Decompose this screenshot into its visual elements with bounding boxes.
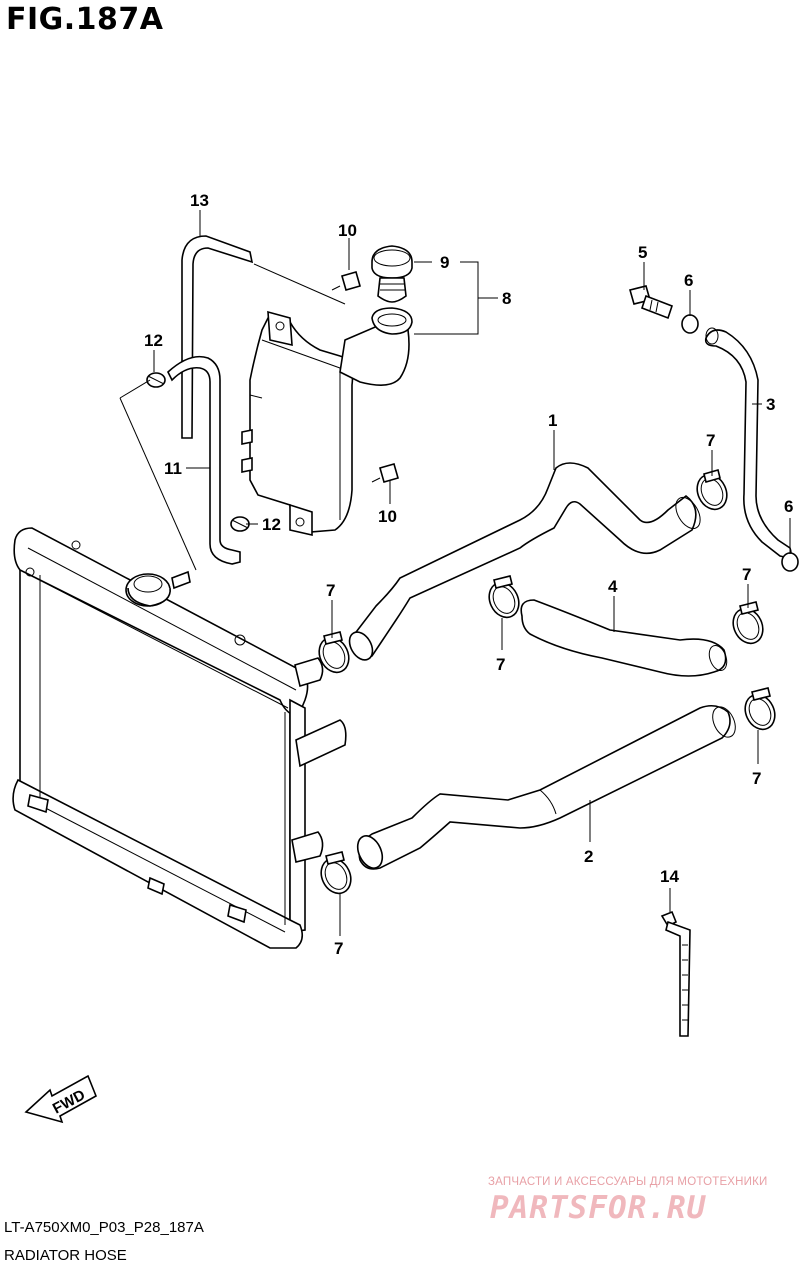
callout-13: 13 — [190, 191, 209, 210]
callout-9: 9 — [440, 253, 449, 272]
hose-3 — [704, 327, 792, 558]
clamp-7-f — [320, 851, 352, 895]
callout-7-hose1-left: 7 — [326, 581, 335, 600]
callout-11: 11 — [164, 459, 182, 478]
fwd-arrow: FWD — [24, 1074, 98, 1124]
cable-tie-14 — [660, 910, 691, 1037]
callout-12-upper: 12 — [144, 331, 163, 350]
callout-6-lower: 6 — [784, 497, 793, 516]
callout-7-hose4-left: 7 — [496, 655, 505, 674]
clamp-6-lower — [781, 552, 799, 572]
radiator — [12, 527, 347, 949]
reservoir-tank — [241, 307, 413, 537]
clamp-7-a — [318, 631, 350, 674]
clamp-7-b — [696, 469, 728, 511]
callout-7-hose1-right: 7 — [706, 431, 715, 450]
callout-14: 14 — [660, 867, 679, 886]
callout-7-hose4-right: 7 — [742, 565, 751, 584]
leader-lines — [119, 210, 791, 936]
clamp-7-d — [732, 601, 764, 645]
hose-13 — [181, 235, 254, 439]
callout-8: 8 — [502, 289, 511, 308]
callout-7-hose2-left: 7 — [334, 939, 343, 958]
clamp-12-upper — [146, 372, 166, 388]
figure-title: FIG.187A — [6, 2, 164, 37]
clamp-6-upper — [681, 314, 699, 334]
bolt-lower — [371, 463, 399, 483]
callout-4: 4 — [608, 577, 618, 596]
hose-4 — [520, 599, 728, 677]
callout-labels: 13 10 9 8 5 6 12 3 1 7 11 10 12 6 7 4 7 … — [144, 191, 793, 958]
fitting-5 — [629, 285, 674, 320]
reference-code: LT-A750XM0_P03_P28_187A — [4, 1219, 204, 1236]
hose-11 — [167, 355, 241, 565]
hose-1 — [348, 462, 701, 661]
callout-5: 5 — [638, 243, 647, 262]
callout-10-lower: 10 — [378, 507, 397, 526]
hose-2 — [356, 704, 736, 870]
clamp-7-e — [744, 687, 776, 731]
callout-1: 1 — [548, 411, 557, 430]
callout-10-upper: 10 — [338, 221, 357, 240]
callout-7-hose2-right: 7 — [752, 769, 761, 788]
clamp-7-c — [488, 575, 520, 619]
watermark-logo: PARTSFOR.RU — [490, 1190, 707, 1226]
callout-6-upper: 6 — [684, 271, 693, 290]
callout-2: 2 — [584, 847, 593, 866]
watermark-tagline: ЗАПЧАСТИ И АКСЕССУАРЫ ДЛЯ МОТОТЕХНИКИ — [488, 1176, 768, 1188]
figure-subtitle: RADIATOR HOSE — [4, 1247, 127, 1264]
reservoir-cap — [371, 245, 413, 303]
callout-3: 3 — [766, 395, 775, 414]
bolt-upper — [331, 271, 361, 291]
callout-12-lower: 12 — [262, 515, 281, 534]
